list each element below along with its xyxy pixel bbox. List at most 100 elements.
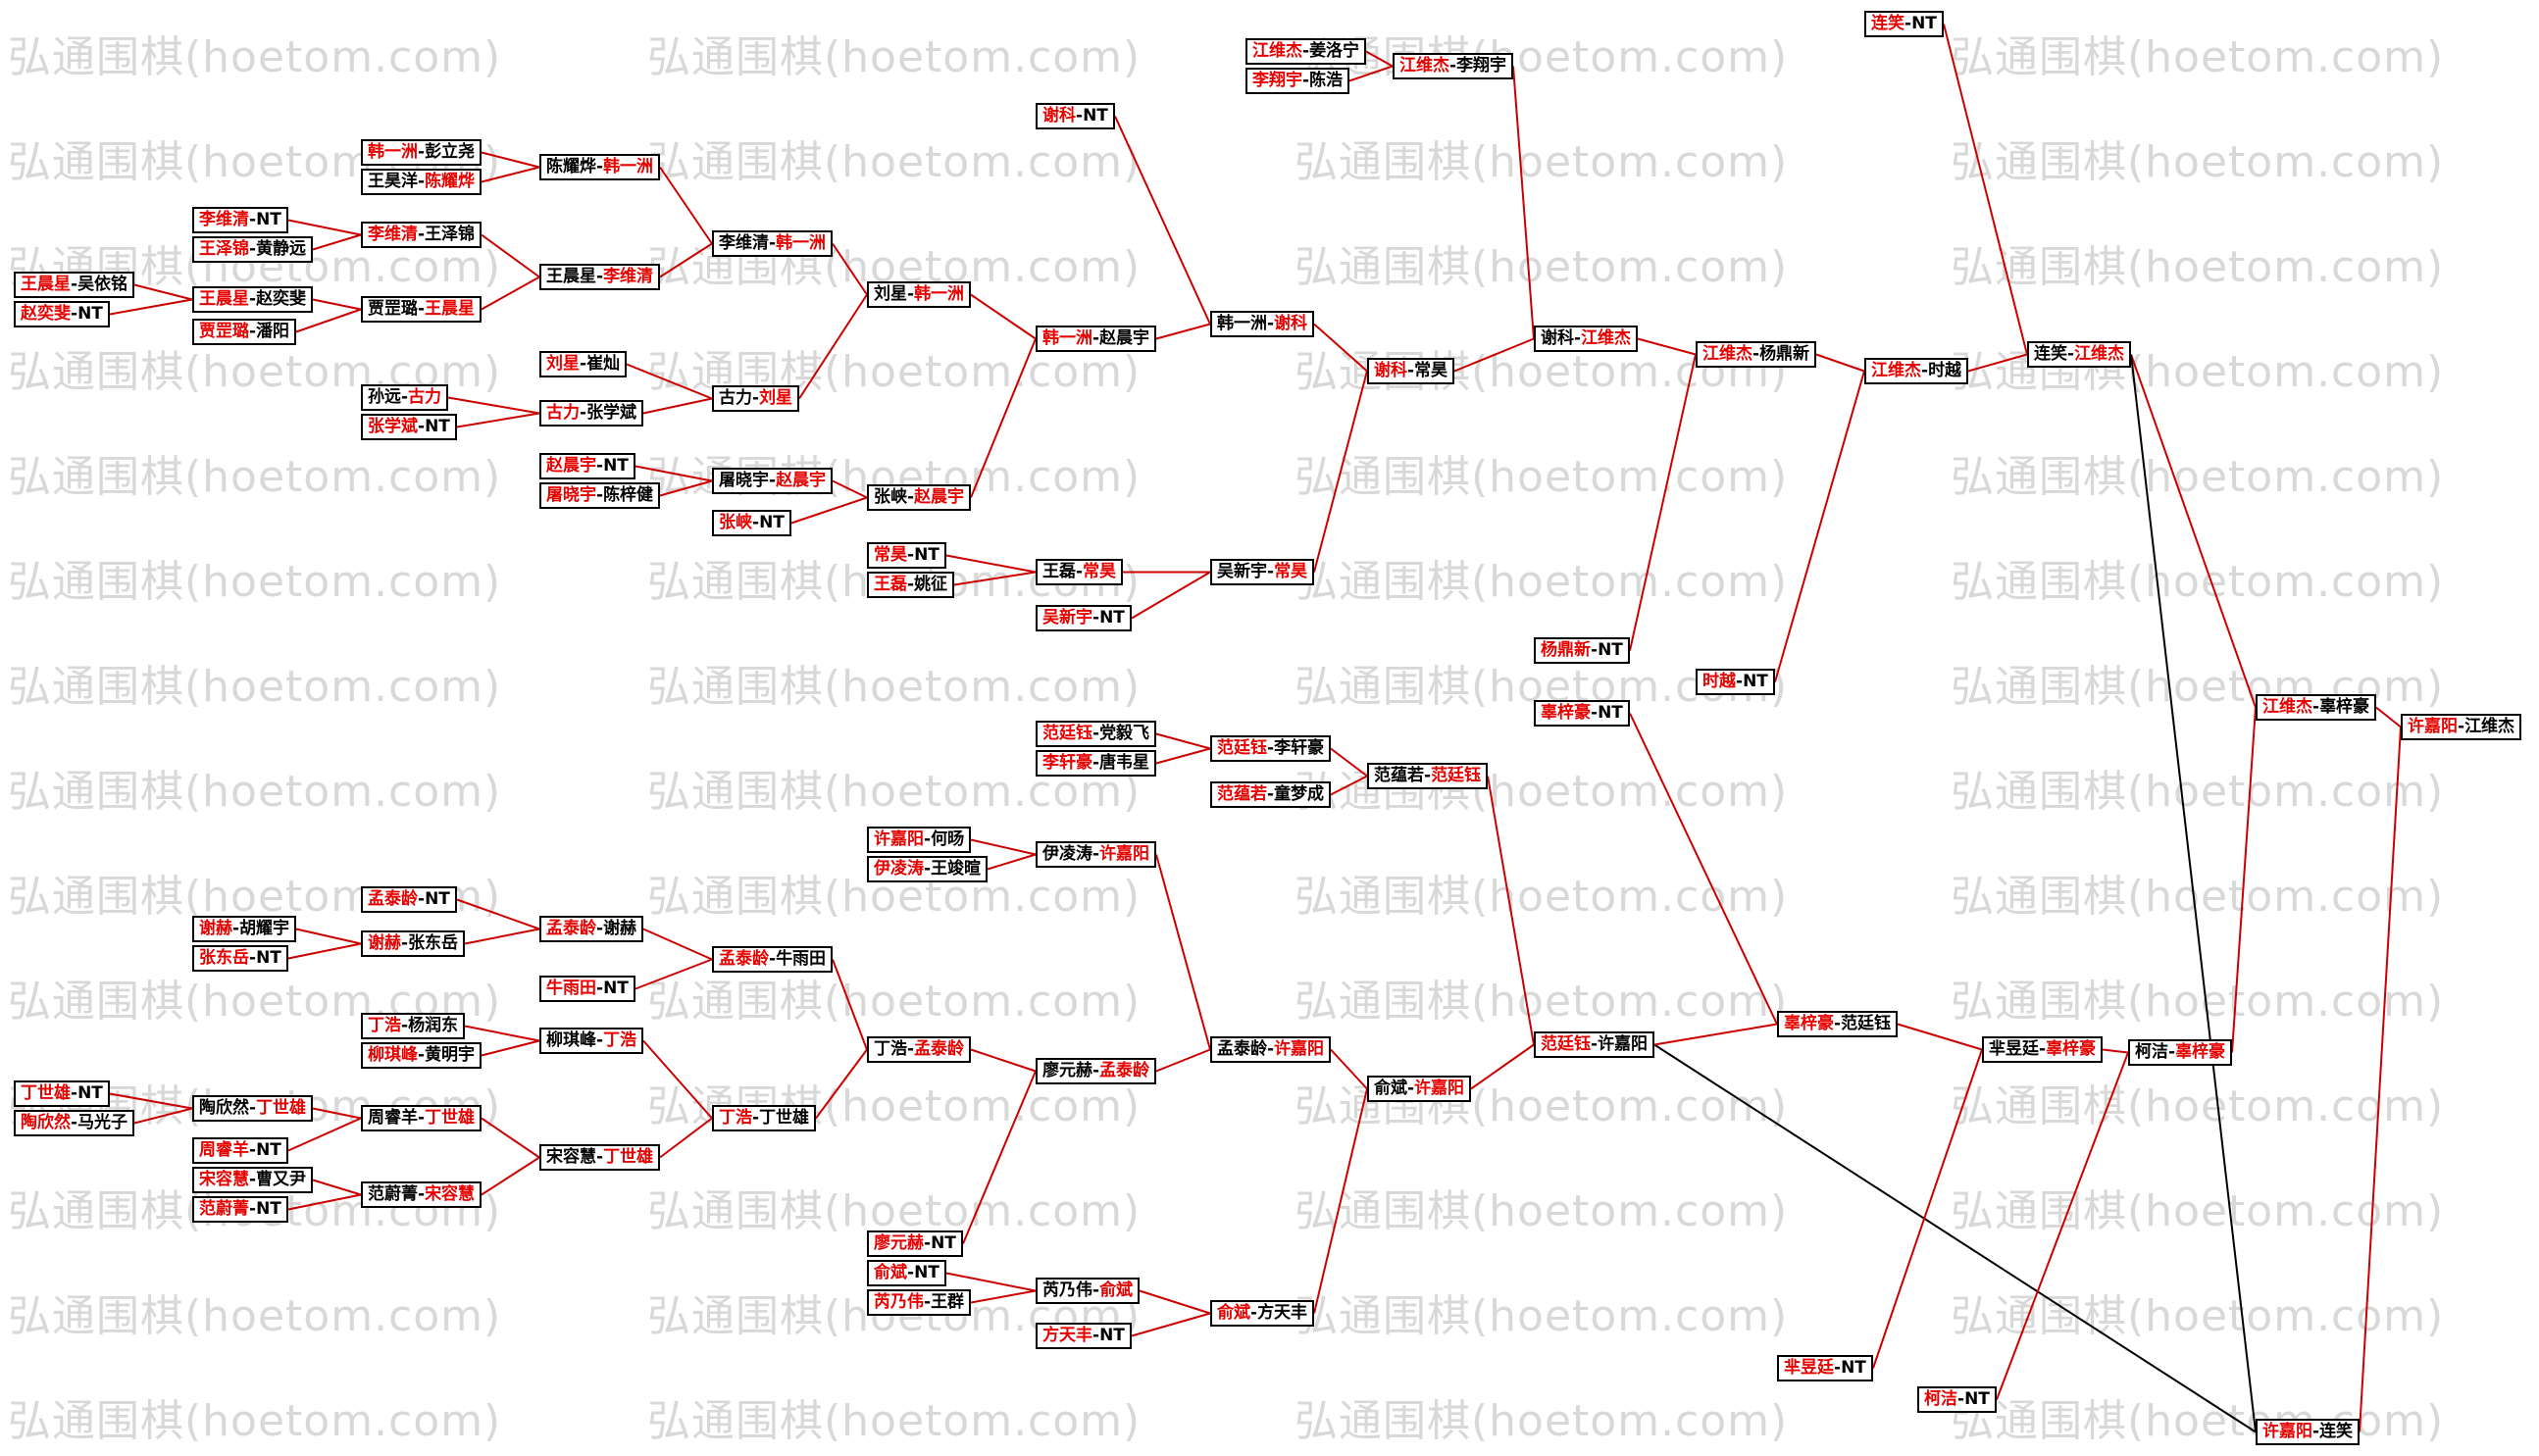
match-box-俞斌-许嘉阳[interactable]: 俞斌-许嘉阳 — [1367, 1075, 1472, 1102]
match-box-芈昱廷-NT[interactable]: 芈昱廷-NT — [1777, 1354, 1873, 1381]
match-box-范蕴若-范廷钰[interactable]: 范蕴若-范廷钰 — [1367, 762, 1489, 789]
match-box-陈耀烨-韩一洲[interactable]: 陈耀烨-韩一洲 — [539, 153, 661, 180]
match-box-范蔚菁-NT[interactable]: 范蔚菁-NT — [192, 1195, 288, 1223]
match-box-伊凌涛-王竣暄[interactable]: 伊凌涛-王竣暄 — [867, 855, 989, 882]
match-box-范廷钰-李轩豪[interactable]: 范廷钰-李轩豪 — [1210, 734, 1332, 762]
match-box-孟泰龄-许嘉阳[interactable]: 孟泰龄-许嘉阳 — [1210, 1035, 1332, 1063]
match-box-张学斌-NT[interactable]: 张学斌-NT — [361, 413, 457, 440]
match-box-刘星-韩一洲[interactable]: 刘星-韩一洲 — [867, 280, 972, 308]
match-box-李维清-NT[interactable]: 李维清-NT — [192, 206, 288, 233]
match-box-谢赫-张东岳[interactable]: 谢赫-张东岳 — [361, 929, 466, 957]
match-box-王泽锦-黄静远[interactable]: 王泽锦-黄静远 — [192, 235, 314, 263]
match-box-江维杰-时越[interactable]: 江维杰-时越 — [1864, 357, 1969, 384]
match-box-张峡-赵晨宇[interactable]: 张峡-赵晨宇 — [867, 483, 972, 511]
match-box-宋容慧-丁世雄[interactable]: 宋容慧-丁世雄 — [539, 1143, 661, 1171]
match-box-廖元赫-孟泰龄[interactable]: 廖元赫-孟泰龄 — [1036, 1057, 1157, 1084]
match-box-贾罡璐-潘阳[interactable]: 贾罡璐-潘阳 — [192, 318, 297, 345]
match-box-许嘉阳-何旸[interactable]: 许嘉阳-何旸 — [867, 826, 972, 853]
match-box-柯洁-辜梓豪[interactable]: 柯洁-辜梓豪 — [2128, 1038, 2233, 1066]
match-box-江维杰-姜洛宁[interactable]: 江维杰-姜洛宁 — [1245, 37, 1367, 65]
match-box-周睿羊-丁世雄[interactable]: 周睿羊-丁世雄 — [361, 1104, 482, 1131]
match-box-吴新宇-常昊[interactable]: 吴新宇-常昊 — [1210, 558, 1315, 585]
match-box-赵奕斐-NT[interactable]: 赵奕斐-NT — [14, 300, 110, 327]
match-box-张东岳-NT[interactable]: 张东岳-NT — [192, 944, 288, 972]
match-box-王磊-姚征[interactable]: 王磊-姚征 — [867, 571, 955, 598]
match-box-吴新宇-NT[interactable]: 吴新宇-NT — [1036, 604, 1132, 631]
match-box-谢科-常昊[interactable]: 谢科-常昊 — [1367, 357, 1455, 384]
match-box-李维清-王泽锦[interactable]: 李维清-王泽锦 — [361, 221, 482, 248]
match-box-周睿羊-NT[interactable]: 周睿羊-NT — [192, 1136, 288, 1164]
match-box-屠晓宇-陈梓健[interactable]: 屠晓宇-陈梓健 — [539, 481, 661, 509]
match-box-范蕴若-童梦成[interactable]: 范蕴若-童梦成 — [1210, 780, 1332, 808]
match-box-丁世雄-NT[interactable]: 丁世雄-NT — [14, 1079, 110, 1107]
match-box-孙远-古力[interactable]: 孙远-古力 — [361, 383, 449, 411]
player-name: 赵晨宇 — [776, 470, 827, 490]
player-name: 连笑 — [2319, 1421, 2354, 1441]
vs-dash: - — [249, 321, 257, 341]
vs-dash: - — [752, 387, 760, 408]
match-box-李维清-韩一洲[interactable]: 李维清-韩一洲 — [712, 229, 834, 257]
match-box-方天丰-NT[interactable]: 方天丰-NT — [1036, 1322, 1132, 1349]
match-box-伊凌涛-许嘉阳[interactable]: 伊凌涛-许嘉阳 — [1036, 840, 1157, 868]
match-box-丁浩-孟泰龄[interactable]: 丁浩-孟泰龄 — [867, 1035, 972, 1063]
match-box-李轩豪-唐韦星[interactable]: 李轩豪-唐韦星 — [1036, 749, 1157, 777]
vs-dash: - — [2168, 1041, 2176, 1062]
match-box-王晨星-李维清[interactable]: 王晨星-李维清 — [539, 263, 661, 290]
match-box-孟泰龄-谢赫[interactable]: 孟泰龄-谢赫 — [539, 915, 644, 942]
match-box-李翔宇-陈浩[interactable]: 李翔宇-陈浩 — [1245, 67, 1350, 94]
match-box-芮乃伟-王群[interactable]: 芮乃伟-王群 — [867, 1288, 972, 1316]
match-box-韩一洲-谢科[interactable]: 韩一洲-谢科 — [1210, 310, 1315, 337]
match-box-古力-刘星[interactable]: 古力-刘星 — [712, 384, 800, 412]
match-box-辜梓豪-NT[interactable]: 辜梓豪-NT — [1534, 699, 1630, 727]
match-box-张峡-NT[interactable]: 张峡-NT — [712, 509, 791, 536]
vs-dash: - — [596, 1146, 604, 1167]
match-box-范蔚菁-宋容慧[interactable]: 范蔚菁-宋容慧 — [361, 1180, 482, 1208]
player-name: 孟泰龄 — [1099, 1060, 1150, 1080]
match-box-赵晨宇-NT[interactable]: 赵晨宇-NT — [539, 452, 635, 479]
match-box-柯洁-NT[interactable]: 柯洁-NT — [1917, 1385, 1997, 1413]
match-box-芮乃伟-俞斌[interactable]: 芮乃伟-俞斌 — [1036, 1277, 1141, 1304]
match-box-陶欣然-马光子[interactable]: 陶欣然-马光子 — [14, 1109, 135, 1136]
match-box-柳琪峰-丁浩[interactable]: 柳琪峰-丁浩 — [539, 1027, 644, 1054]
match-box-王磊-常昊[interactable]: 王磊-常昊 — [1036, 558, 1124, 585]
match-box-范廷钰-党毅飞[interactable]: 范廷钰-党毅飞 — [1036, 720, 1157, 747]
match-box-陶欣然-丁世雄[interactable]: 陶欣然-丁世雄 — [192, 1094, 314, 1122]
match-box-丁浩-丁世雄[interactable]: 丁浩-丁世雄 — [712, 1104, 817, 1131]
match-box-江维杰-杨鼎新[interactable]: 江维杰-杨鼎新 — [1696, 340, 1817, 368]
match-box-王晨星-吴依铭[interactable]: 王晨星-吴依铭 — [14, 271, 135, 298]
match-box-谢科-江维杰[interactable]: 谢科-江维杰 — [1534, 325, 1639, 352]
vs-dash: - — [1076, 561, 1084, 581]
match-box-谢赫-胡耀宇[interactable]: 谢赫-胡耀宇 — [192, 915, 297, 942]
player-name: 范蔚菁 — [199, 1198, 249, 1219]
match-box-辜梓豪-范廷钰[interactable]: 辜梓豪-范廷钰 — [1777, 1010, 1899, 1037]
match-box-连笑-NT[interactable]: 连笑-NT — [1864, 10, 1944, 37]
match-box-俞斌-方天丰[interactable]: 俞斌-方天丰 — [1210, 1299, 1315, 1327]
match-box-王晨星-赵奕斐[interactable]: 王晨星-赵奕斐 — [192, 285, 314, 313]
match-box-韩一洲-赵晨宇[interactable]: 韩一洲-赵晨宇 — [1036, 325, 1157, 352]
match-box-韩一洲-彭立尧[interactable]: 韩一洲-彭立尧 — [361, 138, 482, 166]
match-box-宋容慧-曹又尹[interactable]: 宋容慧-曹又尹 — [192, 1166, 314, 1193]
match-box-丁浩-杨润东[interactable]: 丁浩-杨润东 — [361, 1012, 466, 1039]
match-box-孟泰龄-NT[interactable]: 孟泰龄-NT — [361, 885, 457, 913]
match-box-贾罡璐-王晨星[interactable]: 贾罡璐-王晨星 — [361, 295, 482, 323]
match-box-常昊-NT[interactable]: 常昊-NT — [867, 541, 946, 569]
match-box-屠晓宇-赵晨宇[interactable]: 屠晓宇-赵晨宇 — [712, 467, 834, 494]
match-box-江维杰-李翔宇[interactable]: 江维杰-李翔宇 — [1393, 52, 1514, 79]
match-box-廖元赫-NT[interactable]: 廖元赫-NT — [867, 1230, 963, 1257]
match-box-谢科-NT[interactable]: 谢科-NT — [1036, 102, 1115, 129]
match-box-王昊洋-陈耀烨[interactable]: 王昊洋-陈耀烨 — [361, 168, 482, 195]
match-box-江维杰-辜梓豪[interactable]: 江维杰-辜梓豪 — [2256, 693, 2377, 721]
match-box-许嘉阳-连笑[interactable]: 许嘉阳-连笑 — [2256, 1418, 2361, 1445]
match-box-杨鼎新-NT[interactable]: 杨鼎新-NT — [1534, 636, 1630, 664]
match-box-孟泰龄-牛雨田[interactable]: 孟泰龄-牛雨田 — [712, 945, 834, 973]
match-box-芈昱廷-辜梓豪[interactable]: 芈昱廷-辜梓豪 — [1982, 1035, 2104, 1063]
match-box-刘星-崔灿[interactable]: 刘星-崔灿 — [539, 350, 628, 377]
match-box-俞斌-NT[interactable]: 俞斌-NT — [867, 1259, 946, 1286]
match-box-范廷钰-许嘉阳[interactable]: 范廷钰-许嘉阳 — [1534, 1030, 1655, 1058]
match-box-牛雨田-NT[interactable]: 牛雨田-NT — [539, 975, 635, 1002]
match-box-许嘉阳-江维杰[interactable]: 许嘉阳-江维杰 — [2401, 713, 2522, 740]
match-box-柳琪峰-黄明宇[interactable]: 柳琪峰-黄明宇 — [361, 1041, 482, 1069]
match-box-古力-张学斌[interactable]: 古力-张学斌 — [539, 399, 644, 427]
match-box-连笑-江维杰[interactable]: 连笑-江维杰 — [2027, 340, 2132, 368]
match-box-时越-NT[interactable]: 时越-NT — [1696, 668, 1775, 695]
